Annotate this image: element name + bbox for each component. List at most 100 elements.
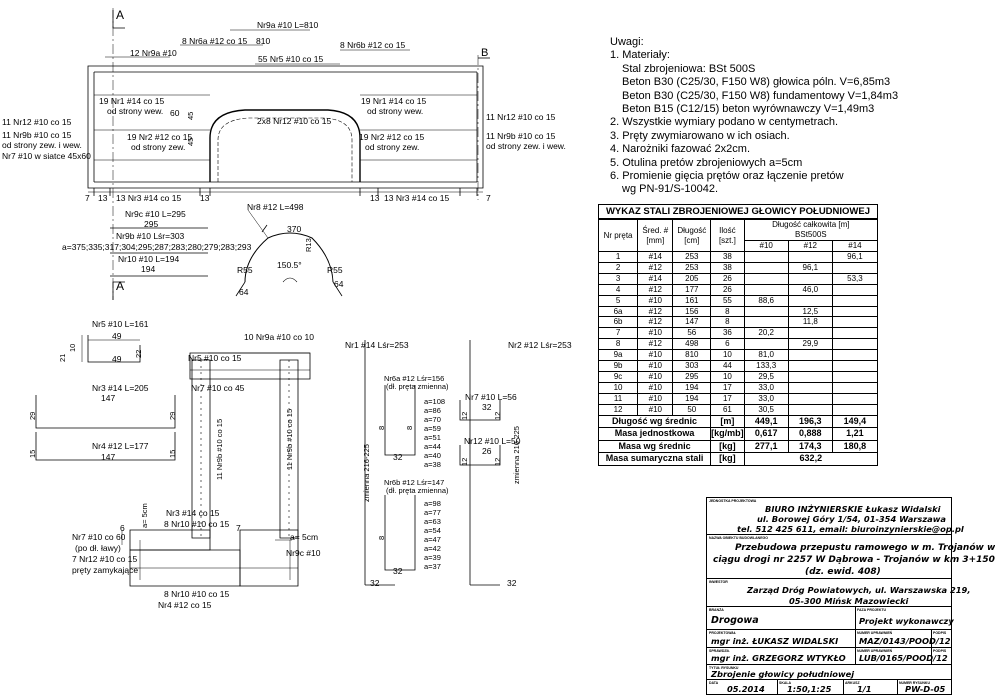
label-r13: R13	[304, 238, 313, 252]
label-49b: 49	[112, 354, 122, 364]
header-total-label: Długość całkowita [m]	[772, 220, 850, 229]
tb-label-task: NAZWA OBIEKTU BUDOWLANEGO	[709, 536, 768, 540]
sum-len-label: Długość wg średnic	[597, 414, 712, 429]
steel-cell-total-14	[831, 305, 879, 318]
steel-cell-total-10	[743, 338, 789, 351]
label-60: 60	[170, 108, 180, 118]
label-left-19nr1-sub: od strony wew.	[107, 106, 164, 116]
steel-cell-total-12: 11,8	[787, 316, 833, 329]
steel-cell-count: 26	[710, 283, 745, 296]
steel-cell-total-12: 96,1	[787, 261, 833, 274]
tb-label-perm-1: NUMER UPRAWNIEŃ	[857, 631, 893, 635]
unit-mass-10: 0,617	[743, 427, 789, 441]
label-32c: 32	[370, 578, 380, 588]
steel-cell-total-10	[743, 283, 789, 296]
label-a39: a=39	[424, 553, 441, 562]
label-a63: a=63	[424, 517, 441, 526]
steel-cell-nr: 3	[597, 272, 639, 285]
steel-cell-count: 10	[710, 349, 745, 362]
label-nr6b-sub: (dł. pręta zmienna)	[386, 486, 449, 495]
unit-mass-unit: [kg/mb]	[710, 427, 745, 441]
label-150: 150.5°	[277, 260, 302, 270]
steel-cell-total-12	[787, 272, 833, 285]
label-26: 26	[482, 446, 492, 456]
label-22: 22	[134, 349, 143, 358]
label-8nr10: 8 Nr10 #10 co 15	[164, 519, 230, 529]
sum-len-unit: [m]	[710, 414, 745, 429]
tb-number: PW-D-05	[905, 684, 946, 694]
steel-cell-total-14	[831, 381, 879, 394]
sum-len-12: 196,3	[787, 414, 833, 429]
steel-title: WYKAZ STALI ZBROJENIOWEJ GŁOWICY POŁUDNI…	[598, 204, 878, 219]
steel-cell-nr: 11	[597, 392, 639, 405]
label-nr1: Nr1 #14 Lśr=253	[345, 340, 409, 350]
steel-cell-length: 253	[672, 261, 712, 274]
steel-cell-count: 17	[710, 381, 745, 394]
label-nr7l56: Nr7 #10 L=56	[465, 392, 517, 402]
label-zmienna-1: zmienna 216-225	[362, 444, 371, 502]
header-d14: #14	[831, 240, 879, 252]
label-8b: 8	[405, 425, 414, 430]
label-49a: 49	[112, 331, 122, 341]
header-sred: Śred. # [mm]	[637, 219, 674, 252]
label-a70: a=70	[424, 415, 441, 424]
steel-cell-count: 8	[710, 316, 745, 329]
note-5: 5. Otulina pretów zbrojeniowych a=5cm	[610, 156, 803, 169]
steel-cell-count: 44	[710, 360, 745, 372]
sum-len-10: 449,1	[743, 414, 789, 429]
label-nr8: Nr8 #12 L=498	[247, 202, 304, 212]
tb-designer: mgr inż. ŁUKASZ WIDALSKI	[711, 636, 839, 646]
steel-cell-length: 147	[672, 316, 712, 329]
unit-mass-12: 0,888	[787, 427, 833, 441]
label-12c: 12	[460, 457, 469, 466]
tb-date: 05.2014	[727, 684, 765, 694]
tb-perm-1: MAZ/0143/POOD/12	[859, 636, 951, 646]
steel-cell-total-10	[743, 261, 789, 274]
tb-row-unit: JEDNOSTKA PROJEKTOWA BIURO INŻYNIERSKIE …	[707, 498, 964, 535]
tb-label-unit: JEDNOSTKA PROJEKTOWA	[709, 499, 757, 503]
steel-cell-total-10: 81,0	[743, 349, 789, 362]
steel-cell-total-14: 53,3	[831, 272, 879, 285]
steel-cell-diameter: #12	[637, 283, 674, 296]
steel-cell-total-14	[831, 327, 879, 340]
label-12d: 12	[493, 457, 502, 466]
label-nr3co15: Nr3 #14 co 15	[166, 508, 220, 518]
tb-perm-2: LUB/0165/POOD/12	[859, 653, 948, 663]
dim-13-a: 13	[98, 193, 108, 203]
steel-cell-total-10: 30,5	[743, 403, 789, 416]
steel-cell-diameter: #10	[637, 381, 674, 394]
tb-phase: Projekt wykonawczy	[859, 616, 954, 626]
note-4: 4. Narożniki fazować 2x2cm.	[610, 143, 750, 156]
steel-cell-nr: 4	[597, 283, 639, 296]
tb-row-branch: BRANŻA Drogowa FAZA PROJEKTU Projekt wyk…	[707, 607, 954, 630]
tb-label-branch: BRANŻA	[709, 608, 724, 612]
label-7c: 7	[236, 523, 241, 533]
section-mark-a-bottom: A	[116, 279, 125, 293]
note-1a: Stal zbrojeniowa: BSt 500S	[622, 62, 756, 75]
steel-schedule: WYKAZ STALI ZBROJENIOWEJ GŁOWICY POŁUDNI…	[597, 204, 879, 466]
header-d12: #12	[787, 240, 833, 252]
steel-cell-total-12	[787, 251, 833, 263]
label-zmienna-2: zmienna 216-225	[512, 426, 521, 484]
steel-cell-count: 6	[710, 338, 745, 351]
tb-label-phase: FAZA PROJEKTU	[857, 608, 887, 612]
sum-len-14: 149,4	[831, 414, 879, 429]
steel-cell-total-10: 33,0	[743, 381, 789, 394]
steel-cell-total-12	[787, 392, 833, 405]
steel-cell-length: 194	[672, 381, 712, 394]
label-11nr12-left: 11 Nr12 #10 co 15	[2, 117, 72, 127]
label-right-19nr1-sub: od strony wew.	[367, 106, 424, 116]
label-12nr9a: 12 Nr9a #10	[130, 48, 177, 58]
dim-7-left: 7	[85, 193, 90, 203]
label-right-19nr2-sub: od strony zew.	[365, 142, 420, 152]
steel-cell-nr: 7	[597, 327, 639, 340]
label-15a: 15	[28, 449, 37, 458]
steel-cell-total-10	[743, 305, 789, 318]
steel-cell-total-14	[831, 294, 879, 307]
label-32d: 32	[482, 402, 492, 412]
label-8nr6a: 8 Nr6a #12 co 15	[182, 36, 248, 46]
